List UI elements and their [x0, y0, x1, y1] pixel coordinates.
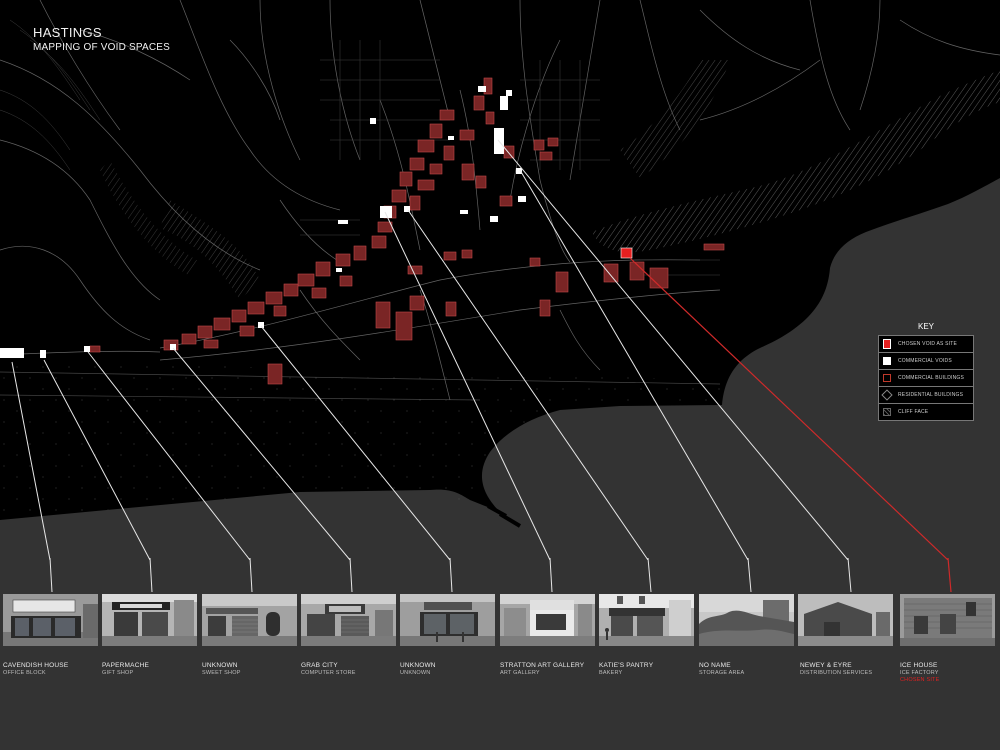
site-name: CAVENDISH HOUSE [3, 662, 69, 669]
site-name: GRAB CITY [301, 662, 338, 669]
key-item-chosen: CHOSEN VOID AS SITE [878, 335, 974, 352]
site-use: UNKNOWN [400, 670, 431, 676]
site-use: STORAGE AREA [699, 670, 745, 676]
site-label: PAPERMACHE GIFT SHOP [102, 662, 200, 677]
chosen-site-note: CHOSEN SITE [900, 677, 940, 683]
site-use: SWEET SHOP [202, 670, 241, 676]
site-name: PAPERMACHE [102, 662, 150, 669]
key-label: RESIDENTIAL BUILDINGS [898, 392, 964, 398]
residential-building-swatch [881, 389, 893, 401]
site-photo-strip [3, 594, 999, 646]
map-subtitle: MAPPING OF VOID SPACES [33, 42, 171, 53]
site-name: KATIE'S PANTRY [599, 662, 654, 669]
key-item-commercial-building: COMMERCIAL BUILDINGS [878, 369, 974, 386]
site-name: NEWEY & EYRE [800, 662, 852, 669]
residential-buildings [0, 19, 720, 276]
key-item-cliff-face: CLIFF FACE [878, 403, 974, 421]
site-use: GIFT SHOP [102, 670, 134, 676]
site-name: STRATTON ART GALLERY [500, 662, 585, 669]
site-label: CAVENDISH HOUSE OFFICE BLOCK [3, 662, 101, 677]
chosen-void-site [620, 247, 633, 259]
site-photo-newey-eyre [798, 594, 893, 646]
site-photo-unknown [400, 594, 495, 646]
map-title: HASTINGS [33, 25, 102, 40]
site-photo-katies-pantry [599, 594, 694, 646]
site-label: KATIE'S PANTRY BAKERY [599, 662, 697, 677]
site-photo-no-name [699, 594, 794, 646]
chosen-void-swatch [883, 339, 891, 349]
site-use: COMPUTER STORE [301, 670, 356, 676]
key-label: COMMERCIAL VOIDS [898, 358, 952, 364]
site-use: OFFICE BLOCK [3, 670, 46, 676]
site-use: BAKERY [599, 670, 623, 676]
site-name: NO NAME [699, 662, 731, 669]
map-key: KEY CHOSEN VOID AS SITE COMMERCIAL VOIDS… [878, 322, 974, 421]
key-label: COMMERCIAL BUILDINGS [898, 375, 965, 381]
site-photo-ice-house [900, 594, 995, 646]
key-item-commercial-void: COMMERCIAL VOIDS [878, 352, 974, 369]
commercial-buildings [89, 77, 725, 385]
key-label: CHOSEN VOID AS SITE [898, 341, 958, 347]
site-photo-papermache [102, 594, 197, 646]
leader-lines [11, 139, 849, 560]
site-name: UNKNOWN [202, 662, 238, 669]
site-use: DISTRIBUTION SERVICES [800, 670, 873, 676]
site-label: UNKNOWN SWEET SHOP [202, 662, 300, 677]
key-item-residential-building: RESIDENTIAL BUILDINGS [878, 386, 974, 403]
site-label: STRATTON ART GALLERY ART GALLERY [500, 662, 598, 677]
site-label: ICE HOUSE ICE FACTORY CHOSEN SITE [900, 662, 998, 684]
site-label: GRAB CITY COMPUTER STORE [301, 662, 399, 677]
key-label: CLIFF FACE [898, 409, 929, 415]
void-spaces-map [0, 0, 1000, 560]
site-label: NO NAME STORAGE AREA [699, 662, 797, 677]
chosen-leader-line [629, 257, 949, 560]
site-label: UNKNOWN UNKNOWN [400, 662, 498, 677]
site-photo-cavendish-house [3, 594, 98, 646]
cliff-face [592, 70, 1000, 253]
site-photo-stratton-art-gallery [500, 594, 595, 646]
site-name: UNKNOWN [400, 662, 436, 669]
site-photo-unknown-sweet-shop [202, 594, 297, 646]
site-use: ART GALLERY [500, 670, 540, 676]
commercial-void-swatch [883, 357, 891, 365]
cliff-face-swatch [883, 408, 891, 416]
site-photo-grab-city [301, 594, 396, 646]
site-name: ICE HOUSE [900, 662, 938, 669]
commercial-building-swatch [883, 374, 891, 382]
key-title: KEY [917, 322, 934, 331]
site-use: ICE FACTORY [900, 670, 939, 676]
site-label: NEWEY & EYRE DISTRIBUTION SERVICES [800, 662, 898, 677]
leader-line-ends [49, 558, 952, 593]
